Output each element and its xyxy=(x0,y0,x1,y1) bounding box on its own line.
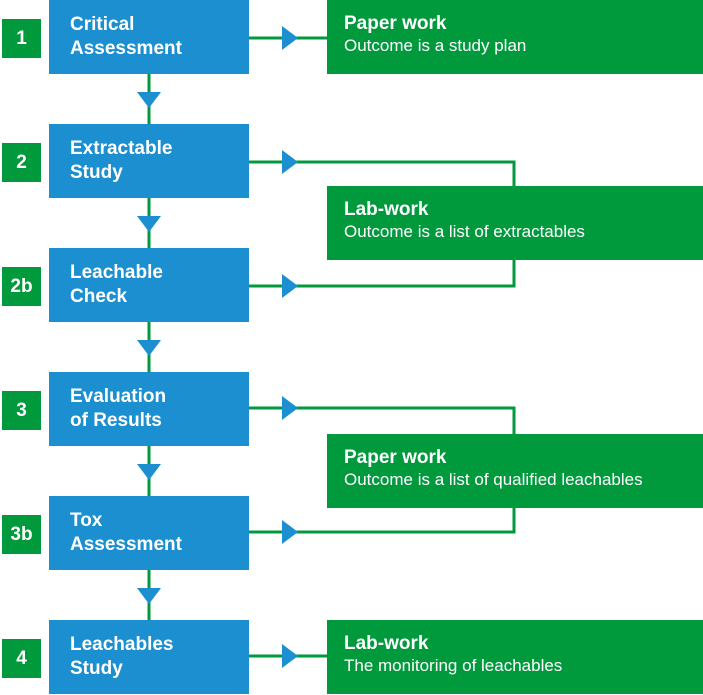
arrow-right-icon xyxy=(282,644,298,668)
step-label: Study xyxy=(70,658,123,679)
arrow-down-icon xyxy=(137,216,161,232)
step-number: 4 xyxy=(2,639,41,678)
step-label: Study xyxy=(70,162,123,183)
arrow-right-icon xyxy=(282,274,298,298)
step-label: Check xyxy=(70,286,128,307)
arrow-down-icon xyxy=(137,92,161,108)
arrow-right-icon xyxy=(282,26,298,50)
outcome-desc: Outcome is a study plan xyxy=(344,36,527,55)
arrow-down-icon xyxy=(137,340,161,356)
step-label: Leachables xyxy=(70,634,174,655)
outcome-title: Paper work xyxy=(344,447,447,468)
step-label: Tox xyxy=(70,510,103,531)
arrow-right-icon xyxy=(282,520,298,544)
step-label: Extractable xyxy=(70,138,173,159)
step-label: Leachable xyxy=(70,262,163,283)
step-label: of Results xyxy=(70,410,162,431)
step-label: Assessment xyxy=(70,534,182,555)
arrow-down-icon xyxy=(137,464,161,480)
step-number: 3 xyxy=(2,391,41,430)
step-label: Evaluation xyxy=(70,386,167,407)
step-label: Assessment xyxy=(70,38,182,59)
outcome-title: Lab-work xyxy=(344,633,429,654)
arrow-right-icon xyxy=(282,396,298,420)
outcome-title: Paper work xyxy=(344,13,447,34)
step-label: Critical xyxy=(70,14,135,35)
step-evaluation-of-results: Evaluation of Results xyxy=(49,372,249,446)
outcome-desc: Outcome is a list of extractables xyxy=(344,222,585,241)
step-number: 2b xyxy=(2,267,41,306)
outcome-desc: The monitoring of leachables xyxy=(344,656,563,675)
outcome-desc: Outcome is a list of qualified leachable… xyxy=(344,470,643,489)
outcome-title: Lab-work xyxy=(344,199,429,220)
step-number: 2 xyxy=(2,143,41,182)
step-number: 3b xyxy=(2,515,41,554)
step-number: 1 xyxy=(2,19,41,58)
arrow-down-icon xyxy=(137,588,161,604)
arrow-right-icon xyxy=(282,150,298,174)
